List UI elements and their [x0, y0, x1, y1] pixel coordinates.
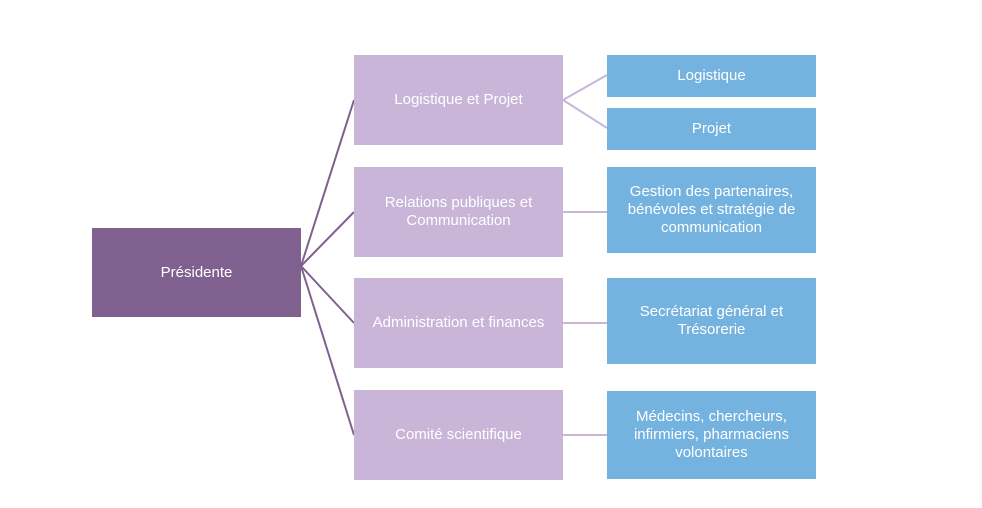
leaf-node-label: Projet — [691, 120, 732, 137]
leaf-node-label: Logistique — [677, 67, 746, 84]
branch-node-logistique-et-projet: Logistique et Projet — [354, 55, 563, 145]
branch-node-comite-scientifique: Comité scientifique — [354, 390, 563, 480]
branch-node-label: Comité scientifique — [395, 426, 522, 443]
connector-branch-1-to-child-1 — [562, 74, 608, 101]
branch-node-label: Logistique et Projet — [394, 91, 523, 108]
branch-connector-lines — [562, 74, 608, 436]
root-node-presidente: Présidente — [92, 228, 301, 317]
connector-root-to-branch-3 — [300, 265, 355, 324]
leaf-node-logistique: Logistique — [607, 55, 816, 97]
leaf-node-label: Médecins, chercheurs, infirmiers, pharma… — [633, 408, 790, 461]
connector-root-to-branch-4 — [300, 265, 355, 436]
branch-node-label: Administration et finances — [372, 314, 545, 331]
leaf-node-projet: Projet — [607, 108, 816, 150]
leaf-node-label: Secrétariat général et Trésorerie — [639, 303, 784, 338]
leaf-node-label: Gestion des partenaires, bénévoles et st… — [627, 183, 796, 236]
leaf-node-gestion-partenaires: Gestion des partenaires, bénévoles et st… — [607, 167, 816, 253]
branch-node-relations-publiques: Relations publiques et Communication — [354, 167, 563, 257]
leaf-node-secretariat-tresorerie: Secrétariat général et Trésorerie — [607, 278, 816, 364]
connector-branch-1-to-child-2 — [562, 99, 608, 129]
leaf-node-medecins-chercheurs: Médecins, chercheurs, infirmiers, pharma… — [607, 391, 816, 479]
connector-root-to-branch-2 — [300, 211, 355, 267]
root-node-label: Présidente — [160, 263, 233, 281]
branch-node-label: Relations publiques et Communication — [384, 194, 533, 229]
root-connector-lines — [300, 99, 355, 436]
branch-node-administration-finances: Administration et finances — [354, 278, 563, 368]
connector-root-to-branch-1 — [300, 99, 355, 267]
